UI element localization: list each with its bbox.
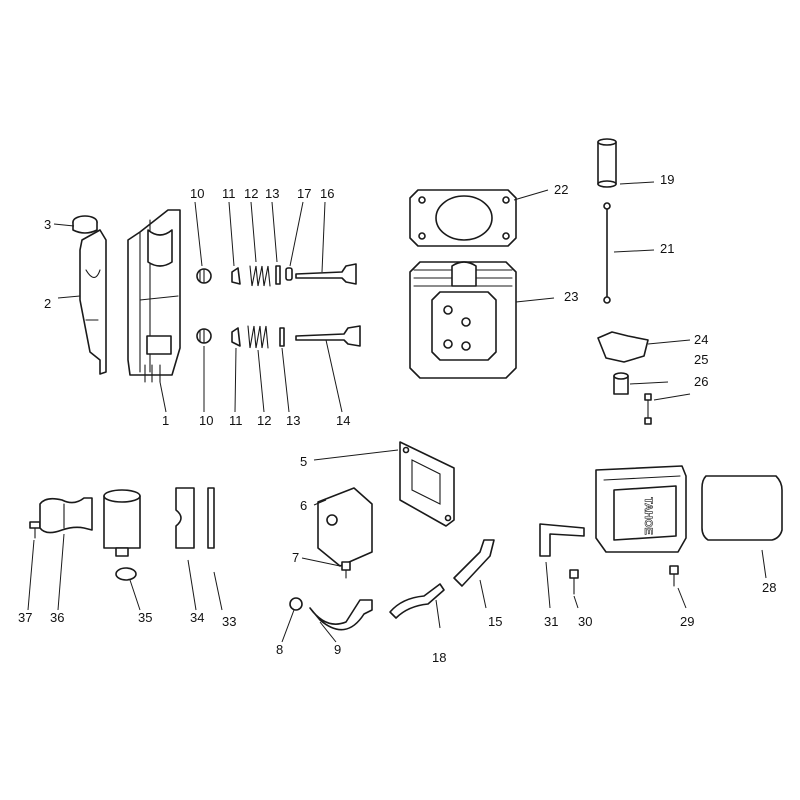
callout-17: 18 <box>432 650 446 665</box>
callout-10-lower: 10 <box>199 413 213 428</box>
callout-14: 14 <box>336 413 350 428</box>
part-13-keeper-upper <box>275 265 281 285</box>
callout-29: 29 <box>680 614 694 629</box>
part-19-tappet <box>597 138 617 188</box>
callout-13-lower: 13 <box>286 413 300 428</box>
part-17-hose <box>389 583 445 619</box>
callout-12-upper: 12 <box>244 186 258 201</box>
callout-26: 26 <box>694 374 708 389</box>
part-12-spring-upper <box>249 265 271 287</box>
part-11-retainer-upper <box>231 267 241 285</box>
part-11-retainer-lower <box>231 327 241 347</box>
part-21-pushrod <box>603 202 611 304</box>
callout-7: 7 <box>292 550 299 565</box>
part-9-hose <box>309 599 373 631</box>
part-10-valve-seal-upper <box>196 268 212 284</box>
part-37-screw <box>29 521 41 539</box>
part-34-filter-element <box>175 487 195 549</box>
part-28-valve-cover-gasket <box>701 475 783 541</box>
part-33-gasket-strip <box>207 487 215 549</box>
part-3-cap <box>72 215 98 234</box>
callout-18: 15 <box>488 614 502 629</box>
part-24-rocker-arm <box>597 331 649 363</box>
part-30-bolt <box>569 569 579 595</box>
part-2-cover-plate <box>79 229 107 375</box>
callout-24: 24 <box>694 332 708 347</box>
callout-15: 16 <box>320 186 334 201</box>
callout-37: 37 <box>18 610 32 625</box>
callout-11-upper: 11 <box>222 186 236 201</box>
leader-lines <box>27 181 767 643</box>
part-23-cylinder-head-block <box>409 261 517 379</box>
part-26-pivot <box>613 372 629 395</box>
valve-cover-emboss-text: TAHOE <box>642 497 654 535</box>
part-14-valve-exhaust <box>295 325 361 347</box>
callout-33: 33 <box>222 614 236 629</box>
part-5-breather-cover <box>399 441 455 527</box>
callout-6: 6 <box>300 498 307 513</box>
part-31-bracket <box>539 523 585 557</box>
callout-13-upper: 13 <box>265 186 279 201</box>
part-8-clamp <box>289 597 303 611</box>
callout-labels: 3 2 1 10 11 12 13 17 16 10 11 12 13 14 2… <box>18 172 776 665</box>
callout-5: 5 <box>300 454 307 469</box>
part-12-spring-lower <box>247 325 269 349</box>
part-6-cover-plate <box>317 487 373 567</box>
part-18-hose <box>453 539 495 587</box>
callout-35: 35 <box>138 610 152 625</box>
callout-22: 22 <box>554 182 568 197</box>
callout-23: 23 <box>564 289 578 304</box>
part-valve-cover: TAHOE <box>595 465 687 553</box>
callout-21: 21 <box>660 241 674 256</box>
callout-28: 28 <box>762 580 776 595</box>
part-29-bolt <box>669 565 679 587</box>
callout-25: 25 <box>694 352 708 367</box>
callout-9: 9 <box>334 642 341 657</box>
callout-16: 17 <box>297 186 311 201</box>
callout-11-lower: 11 <box>229 413 243 428</box>
part-15-valve-intake <box>295 263 357 285</box>
part-7-screw <box>341 561 351 579</box>
part-1-cylinder-head <box>127 209 181 383</box>
part-13-keeper-lower <box>279 327 285 347</box>
part-36-strap <box>39 497 93 534</box>
callout-12-lower: 12 <box>257 413 271 428</box>
callout-34: 34 <box>190 610 204 625</box>
callout-31: 31 <box>544 614 558 629</box>
part-22-head-gasket <box>409 189 517 247</box>
callout-1: 1 <box>162 413 169 428</box>
callout-30: 30 <box>578 614 592 629</box>
part-26-adjust-screw <box>644 393 652 425</box>
callout-3: 3 <box>44 217 51 232</box>
callout-8: 8 <box>276 642 283 657</box>
callout-19: 19 <box>660 172 674 187</box>
callout-10-upper: 10 <box>190 186 204 201</box>
callout-36: 36 <box>50 610 64 625</box>
part-10-valve-seal-lower <box>196 328 212 344</box>
part-35-filter-housing <box>103 489 141 581</box>
part-16-seal-upper <box>285 267 293 281</box>
callout-2: 2 <box>44 296 51 311</box>
